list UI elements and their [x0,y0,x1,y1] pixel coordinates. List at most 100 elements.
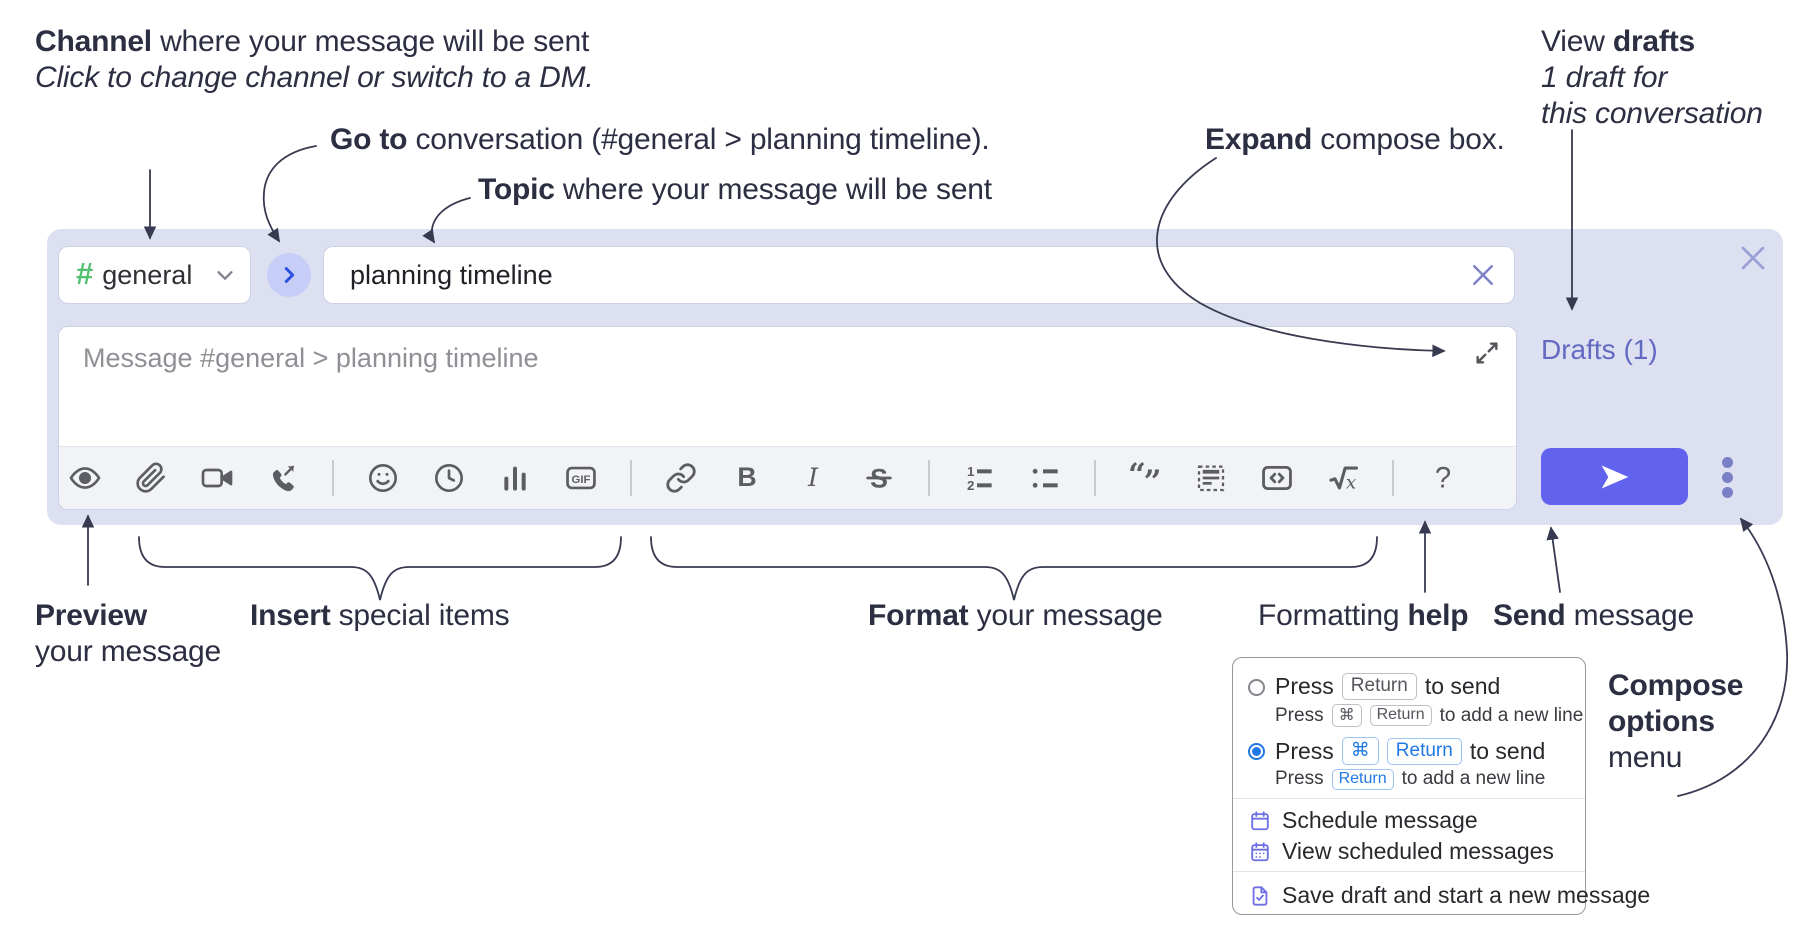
formatting-help-button[interactable]: ? [1426,461,1460,495]
numbered-list-icon: 12 [967,464,992,493]
preview-annotation-bold: Preview [35,599,148,632]
option-return-to-send[interactable]: Press Return to send [1275,673,1500,700]
chevron-down-icon [217,271,233,280]
send-arrow [1546,526,1561,593]
option1-sub-pre: Press [1275,704,1324,726]
quote-button[interactable]: “” [1128,461,1162,495]
help-annotation-regular: Formatting [1258,599,1408,632]
svg-text:B: B [737,462,756,492]
strikethrough-icon: S [866,463,892,493]
topic-annotation-bold: Topic [478,173,555,206]
bold-button[interactable]: B [730,461,764,495]
strikethrough-button[interactable]: S [862,461,896,495]
option2-post: to send [1469,737,1546,764]
math-button[interactable]: x [1326,461,1360,495]
return-key: Return [1341,673,1417,700]
compose-options-line3: menu [1608,741,1683,774]
toolbar-divider [1094,460,1096,496]
message-input[interactable] [59,327,1516,446]
format-annotation: Format your message [868,598,1163,634]
radio-return-to-send[interactable] [1248,679,1265,696]
channel-selector[interactable]: # general [59,247,250,303]
cmd-key: ⌘ [1331,704,1362,727]
emoji-button[interactable] [366,461,400,495]
menu-item-label: Save draft and start a new message [1282,882,1651,908]
return-key: Return [1386,737,1462,765]
eye-icon [69,467,101,489]
spoiler-icon [1197,465,1225,492]
svg-text:“: “ [1128,461,1146,493]
toolbar-divider [1392,460,1394,496]
goto-conversation-button[interactable] [267,253,311,297]
option1-subtext: Press ⌘ Return to add a new line [1275,704,1583,727]
radio-cmd-return-to-send[interactable] [1248,743,1265,760]
send-plane-icon [1601,465,1628,488]
channel-annotation-bold: Channel [35,25,152,58]
bold-icon: B [737,462,756,492]
expand-annotation: Expand compose box. [1205,122,1505,158]
menu-item-view-scheduled-messages[interactable]: View scheduled messages [1249,838,1554,865]
preview-button[interactable] [68,461,102,495]
compose-options-line2: options [1608,705,1715,738]
menu-divider [1233,798,1585,799]
menu-item-schedule-message[interactable]: Schedule message [1249,807,1478,834]
calendar-icon [1251,810,1269,830]
link-icon [666,463,696,493]
svg-text:1: 1 [967,464,975,479]
menu-item-label: Schedule message [1282,807,1478,833]
poll-button[interactable] [498,461,532,495]
italic-icon: I [807,462,819,492]
italic-button[interactable]: I [796,461,830,495]
channel-annotation-italic: Click to change channel or switch to a D… [35,61,594,94]
bulleted-list-button[interactable] [1028,461,1062,495]
toolbar-divider [630,460,632,496]
start-voice-call-button[interactable] [266,461,300,495]
spoiler-button[interactable] [1194,461,1228,495]
svg-text:?: ? [1435,462,1451,494]
option-cmd-return-to-send[interactable]: Press ⌘ Return to send [1275,737,1545,765]
insert-annotation-bold: Insert [250,599,331,632]
attach-file-button[interactable] [134,461,168,495]
hash-icon: # [76,255,94,291]
goto-arrow [262,145,317,243]
quote-icon: “” [1128,461,1162,495]
view-drafts-line2: 1 draft for [1541,61,1668,94]
link-button[interactable] [664,461,698,495]
code-button[interactable] [1260,461,1294,495]
topic-field-container [324,247,1514,303]
toolbar-divider [332,460,334,496]
channel-name: general [102,259,193,290]
topic-input[interactable] [324,247,1514,303]
format-annotation-bold: Format [868,599,969,632]
goto-annotation: Go to conversation (#general > planning … [330,122,990,158]
drafts-link[interactable]: Drafts (1) [1541,334,1658,365]
ellipsis-dot [1721,456,1733,468]
bulleted-list-icon [1032,468,1058,488]
expand-icon [1476,342,1498,364]
close-icon [1741,246,1765,270]
gif-button[interactable]: GIF [564,461,598,495]
return-key: Return [1331,768,1394,790]
menu-item-save-draft[interactable]: Save draft and start a new message [1249,882,1650,909]
help-annotation-bold: help [1407,599,1469,632]
ellipsis-dot [1721,471,1733,483]
goto-annotation-rest: conversation (#general > planning timeli… [407,123,990,156]
svg-text:x: x [1346,473,1357,494]
expand-compose-button[interactable] [1472,339,1502,369]
smiley-icon [369,464,397,492]
clear-topic-button[interactable] [1468,260,1498,290]
compose-options-button[interactable] [1709,451,1745,503]
insert-brace [138,536,622,601]
start-video-call-button[interactable] [200,461,234,495]
ellipsis-dot [1721,486,1733,498]
topic-annotation: Topic where your message will be sent [478,172,992,208]
close-compose-button[interactable] [1737,242,1769,274]
preview-annotation-line2: your message [35,635,222,668]
code-icon [1262,465,1292,491]
goto-annotation-bold: Go to [330,123,408,156]
option2-subtext: Press Return to add a new line [1275,768,1545,790]
global-time-button[interactable] [432,461,466,495]
send-button[interactable] [1541,448,1688,505]
